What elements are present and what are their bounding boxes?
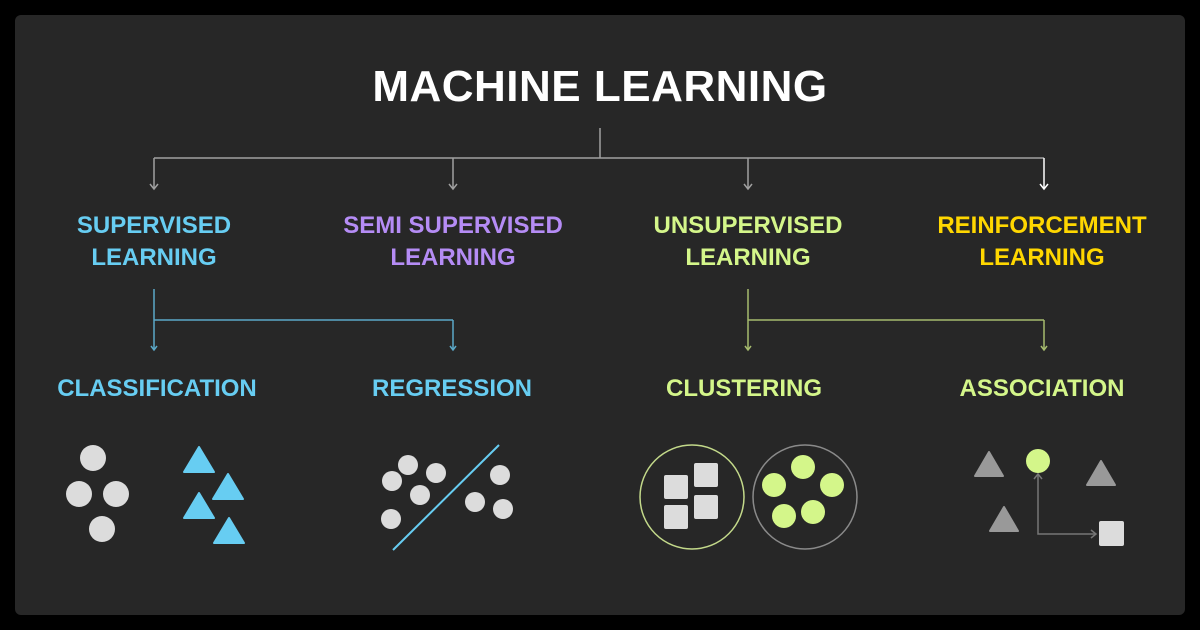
classification-illustration <box>66 445 245 544</box>
gray-square <box>664 505 688 529</box>
unsupervised-connector <box>744 289 1048 352</box>
category-supervised-learning: SUPERVISED LEARNING <box>4 210 304 274</box>
association-arrow <box>1037 475 1095 535</box>
subcategory-association: ASSOCIATION <box>959 375 1125 402</box>
gray-square <box>694 463 718 487</box>
subcategory-regression: REGRESSION <box>371 375 533 402</box>
regression-line <box>392 444 500 551</box>
green-circle <box>762 473 786 497</box>
gray-triangle <box>989 506 1019 532</box>
category-label-line1: SUPERVISED <box>76 212 232 239</box>
green-circle <box>801 500 825 524</box>
category-label-line1: UNSUPERVISED <box>653 212 843 239</box>
category-label-line1: SEMI SUPERVISED <box>343 212 563 239</box>
gray-circle <box>426 463 446 483</box>
gray-square <box>664 475 688 499</box>
green-circle <box>772 504 796 528</box>
subcategory-classification: CLASSIFICATION <box>57 375 257 402</box>
regression-illustration <box>381 444 513 551</box>
gray-circle <box>493 499 513 519</box>
cluster-boundary <box>752 444 858 550</box>
gray-circle <box>465 492 485 512</box>
gray-circle <box>490 465 510 485</box>
supervised-connector <box>150 289 457 352</box>
gray-square <box>694 495 718 519</box>
clustering-illustration <box>639 444 858 550</box>
category-label-line2: LEARNING <box>91 244 217 271</box>
gray-circle <box>398 455 418 475</box>
association-illustration <box>974 449 1124 546</box>
category-label-line1: REINFORCEMENT <box>937 212 1147 239</box>
gray-circle <box>80 445 106 471</box>
gray-circle <box>382 471 402 491</box>
cluster-boundary <box>639 444 745 550</box>
gray-circle <box>381 509 401 529</box>
green-circle <box>791 455 815 479</box>
subcategory-clustering: CLUSTERING <box>666 375 822 402</box>
category-label-line2: LEARNING <box>390 244 516 271</box>
gray-square <box>1099 521 1124 546</box>
blue-triangle <box>183 446 215 473</box>
gray-circle <box>66 481 92 507</box>
diagram-title: MACHINE LEARNING <box>372 62 828 111</box>
green-circle <box>820 473 844 497</box>
blue-triangle <box>213 517 245 544</box>
gray-circle <box>89 516 115 542</box>
category-semi-supervised-learning: SEMI SUPERVISED LEARNING <box>303 210 603 274</box>
category-unsupervised-learning: UNSUPERVISED LEARNING <box>598 210 898 274</box>
blue-triangle <box>183 492 215 519</box>
gray-triangle <box>974 451 1004 477</box>
gray-triangle <box>1086 460 1116 486</box>
category-label-line2: LEARNING <box>979 244 1105 271</box>
gray-circle <box>410 485 430 505</box>
category-reinforcement-learning: REINFORCEMENT LEARNING <box>892 210 1192 274</box>
category-label-line2: LEARNING <box>685 244 811 271</box>
green-circle <box>1026 449 1050 473</box>
gray-circle <box>103 481 129 507</box>
root-connector <box>149 128 1049 191</box>
blue-triangle <box>212 473 244 500</box>
